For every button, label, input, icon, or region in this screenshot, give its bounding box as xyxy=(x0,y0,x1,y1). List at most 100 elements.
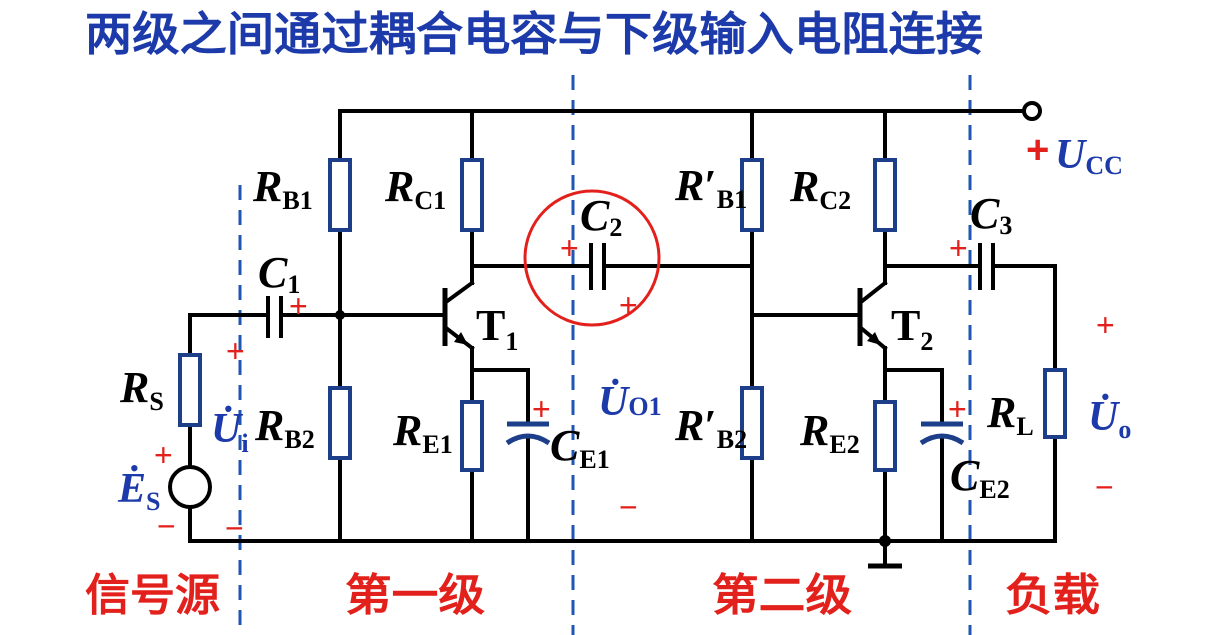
polarity-signs: + + + + − − + + + − + + + − xyxy=(154,128,1115,546)
plus-sign: + xyxy=(226,333,245,369)
highlight-circle-c2 xyxy=(523,189,661,327)
resistor-re1 xyxy=(460,400,484,472)
page-title: 两级之间通过耦合电容与下级输入电阻连接 xyxy=(85,7,983,61)
label-uo: U̇o xyxy=(1088,393,1131,444)
label-subscript: B1 xyxy=(282,186,312,215)
plus-sign: + xyxy=(560,230,579,266)
label-symbol: C xyxy=(970,189,1000,238)
section-label-signal-source: 信号源 xyxy=(85,570,220,621)
label-subscript: E2 xyxy=(829,430,859,459)
supply-terminal xyxy=(1022,101,1042,121)
label-symbol: R xyxy=(384,162,414,211)
label-symbol: R xyxy=(392,406,422,455)
label-symbol: T xyxy=(891,301,920,350)
ground-symbol xyxy=(868,539,902,569)
label-subscript: E1 xyxy=(579,445,609,474)
label-subscript: S xyxy=(149,387,163,416)
resistor-rc2 xyxy=(873,158,897,232)
resistor-rb2 xyxy=(328,386,352,460)
transistor-t1 xyxy=(442,280,475,351)
label-symbol: R xyxy=(254,401,284,450)
label-subscript: 3 xyxy=(999,211,1012,240)
resistor-rl xyxy=(1043,368,1067,439)
label-symbol: U̇ xyxy=(1088,393,1121,440)
transistor-t2 xyxy=(857,280,888,351)
section-label-stage1: 第一级 xyxy=(345,570,485,621)
label-subscript: 1 xyxy=(505,327,518,356)
resistor-rb1-prime xyxy=(740,158,764,232)
label-symbol: R xyxy=(674,401,704,450)
label-t2: T2 xyxy=(891,301,933,356)
label-rb1-prime: R′B1 xyxy=(674,161,747,214)
t1-collector-lead xyxy=(443,280,475,305)
label-c1: C1 xyxy=(258,248,300,299)
label-rs: RS xyxy=(119,363,164,416)
wire-input-branch xyxy=(188,313,447,543)
t2-collector-lead xyxy=(858,280,888,305)
label-prime: ′ xyxy=(704,401,716,450)
label-prime: ′ xyxy=(704,161,716,210)
label-rb2-prime: R′B2 xyxy=(674,401,747,454)
wire-t2-emitter-branch xyxy=(883,346,944,543)
capacitor-ce1 xyxy=(505,421,551,446)
plus-sign: + xyxy=(532,391,551,427)
t1-emitter-arrow xyxy=(454,332,468,345)
section-labels: 信号源 第一级 第二级 负载 xyxy=(85,570,1100,621)
label-rc2: RC2 xyxy=(789,162,851,215)
label-symbol: Ė xyxy=(117,465,146,512)
section-label-load: 负载 xyxy=(1005,570,1100,621)
capacitor-ce2 xyxy=(919,421,965,446)
label-c3: C3 xyxy=(970,189,1012,240)
resistor-rb1 xyxy=(328,158,352,232)
stage-dividers xyxy=(238,75,972,635)
capacitor-c2 xyxy=(589,243,606,290)
label-subscript: B2 xyxy=(284,425,314,454)
label-uo1: U̇O1 xyxy=(598,378,662,425)
label-subscript: B2 xyxy=(717,425,747,454)
t2-emitter-arrow xyxy=(867,332,881,345)
label-subscript: 1 xyxy=(287,270,300,299)
label-subscript: E1 xyxy=(422,430,452,459)
label-symbol: C xyxy=(258,248,288,297)
resistor-rb2-prime xyxy=(740,386,764,460)
label-subscript: O1 xyxy=(628,392,661,421)
label-ucc: UCC xyxy=(1055,132,1123,180)
capacitor-c1 xyxy=(266,296,283,338)
label-symbol: R xyxy=(252,162,282,211)
minus-sign: − xyxy=(619,489,638,525)
label-symbol: R xyxy=(799,406,829,455)
label-symbol: U xyxy=(1055,132,1088,178)
label-symbol: U̇ xyxy=(598,378,631,425)
label-ce2: CE2 xyxy=(950,451,1010,504)
label-symbol: C xyxy=(580,191,610,240)
label-subscript: i xyxy=(241,429,248,458)
label-symbol: U̇ xyxy=(211,405,244,452)
wire-t1-emitter-branch xyxy=(470,346,530,543)
plus-sign: + xyxy=(154,437,173,473)
section-label-stage2: 第二级 xyxy=(712,570,852,621)
wire-rb1p-rb2p-branch xyxy=(750,109,862,543)
label-subscript: L xyxy=(1016,412,1033,441)
plus-sign: + xyxy=(948,391,967,427)
label-subscript: 2 xyxy=(609,213,622,242)
label-subscript: E2 xyxy=(979,475,1009,504)
plus-sign: + xyxy=(1096,307,1115,343)
plus-sign: + xyxy=(949,230,968,266)
plus-sign: + xyxy=(1026,128,1049,172)
label-symbol: C xyxy=(950,451,980,500)
label-symbol: R xyxy=(789,162,819,211)
plus-sign: + xyxy=(289,288,308,324)
label-subscript: C2 xyxy=(819,186,851,215)
label-subscript: S xyxy=(146,487,160,516)
minus-sign: − xyxy=(157,508,176,544)
capacitor-curved-plate xyxy=(919,433,965,446)
wire-output-branch xyxy=(883,264,1057,543)
label-symbol: C xyxy=(550,421,580,470)
label-rl: RL xyxy=(986,388,1034,441)
capacitor-curved-plate xyxy=(505,433,551,446)
resistor-re2 xyxy=(873,400,897,472)
label-subscript: o xyxy=(1118,415,1131,444)
voltage-source-es xyxy=(168,465,212,509)
label-subscript: C1 xyxy=(414,186,446,215)
label-ce1: CE1 xyxy=(550,421,610,474)
